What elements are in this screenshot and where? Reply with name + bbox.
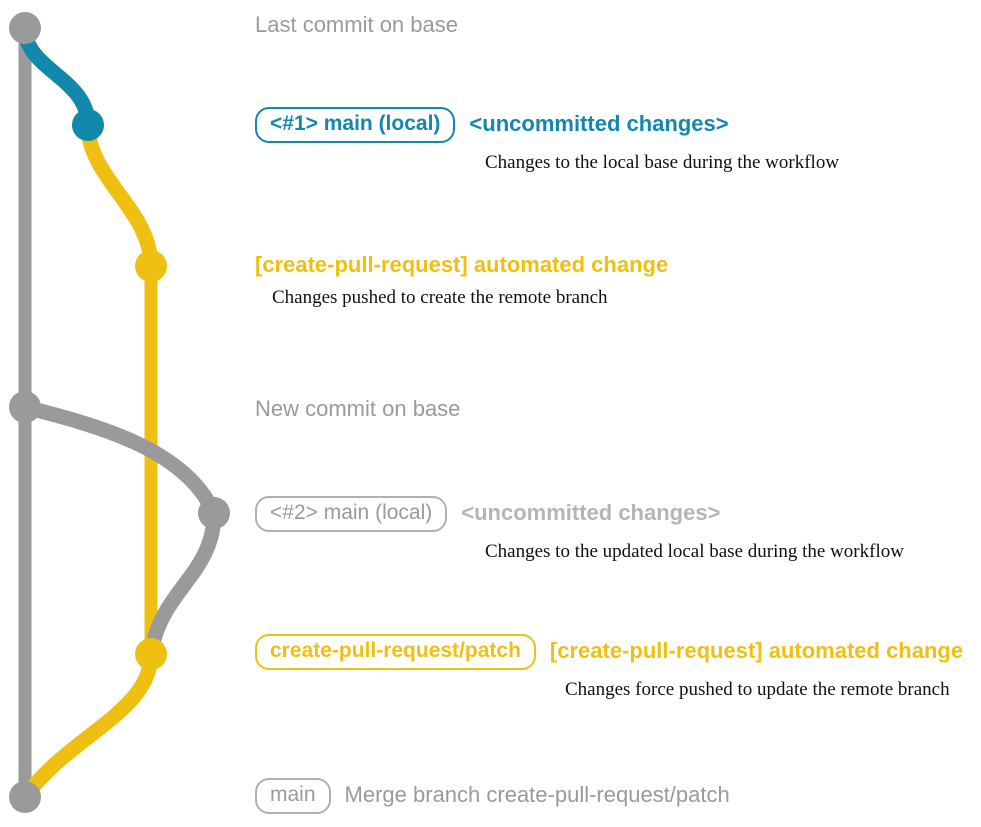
commit-node-base-merge[interactable] [9, 781, 41, 813]
edge-local2-to-patch2 [143, 505, 222, 662]
row-headline: [create-pull-request] automated change [549, 638, 964, 663]
edge-basenew-to-local2 [17, 399, 222, 521]
row-main-line: main Merge branch create-pull-request/pa… [255, 778, 730, 814]
row-description: Changes pushed to create the remote bran… [272, 287, 608, 308]
commit-node-base-top[interactable] [9, 12, 41, 44]
commit-node-patch-1[interactable] [135, 250, 167, 282]
commit-node-local-2[interactable] [198, 497, 230, 529]
commit-node-patch-2[interactable] [135, 638, 167, 670]
row-headline: <uncommitted changes> [461, 500, 721, 525]
row-automated-change-1: [create-pull-request] automated change C… [255, 252, 668, 309]
branch-badge-main-local-2[interactable]: <#2> main (local) [255, 496, 448, 532]
edge-base-to-local1 [17, 20, 96, 133]
row-last-commit-on-base: Last commit on base [255, 12, 458, 38]
row-main-line: <#2> main (local) <uncommitted changes> [255, 496, 904, 532]
row-automated-change-2: create-pull-request/patch [create-pull-r… [255, 634, 963, 701]
row-headline: <uncommitted changes> [469, 111, 729, 136]
row-description: Changes to the local base during the wor… [485, 152, 840, 173]
row-main-line: create-pull-request/patch [create-pull-r… [255, 634, 963, 670]
row-headline: [create-pull-request] automated change [255, 252, 669, 277]
commit-node-local-1[interactable] [72, 109, 104, 141]
branch-badge-create-pull-request-patch[interactable]: create-pull-request/patch [255, 634, 536, 670]
edge-local1-to-patch1 [80, 117, 159, 274]
row-merge-commit: main Merge branch create-pull-request/pa… [255, 778, 730, 814]
edge-patch2-to-merge [17, 646, 159, 805]
row-local-commit-1: <#1> main (local) <uncommitted changes> … [255, 107, 839, 174]
row-description: Changes to the updated local base during… [485, 541, 904, 562]
row-main-line: <#1> main (local) <uncommitted changes> [255, 107, 839, 143]
commit-node-base-new[interactable] [9, 391, 41, 423]
row-headline: Last commit on base [255, 12, 458, 37]
row-headline: New commit on base [255, 396, 461, 421]
branch-badge-main-local-1[interactable]: <#1> main (local) [255, 107, 456, 143]
branch-badge-main[interactable]: main [255, 778, 331, 814]
row-headline: Merge branch create-pull-request/patch [344, 782, 730, 807]
row-description: Changes force pushed to update the remot… [565, 679, 950, 700]
row-local-commit-2: <#2> main (local) <uncommitted changes> … [255, 496, 904, 563]
row-new-commit-on-base: New commit on base [255, 396, 460, 422]
